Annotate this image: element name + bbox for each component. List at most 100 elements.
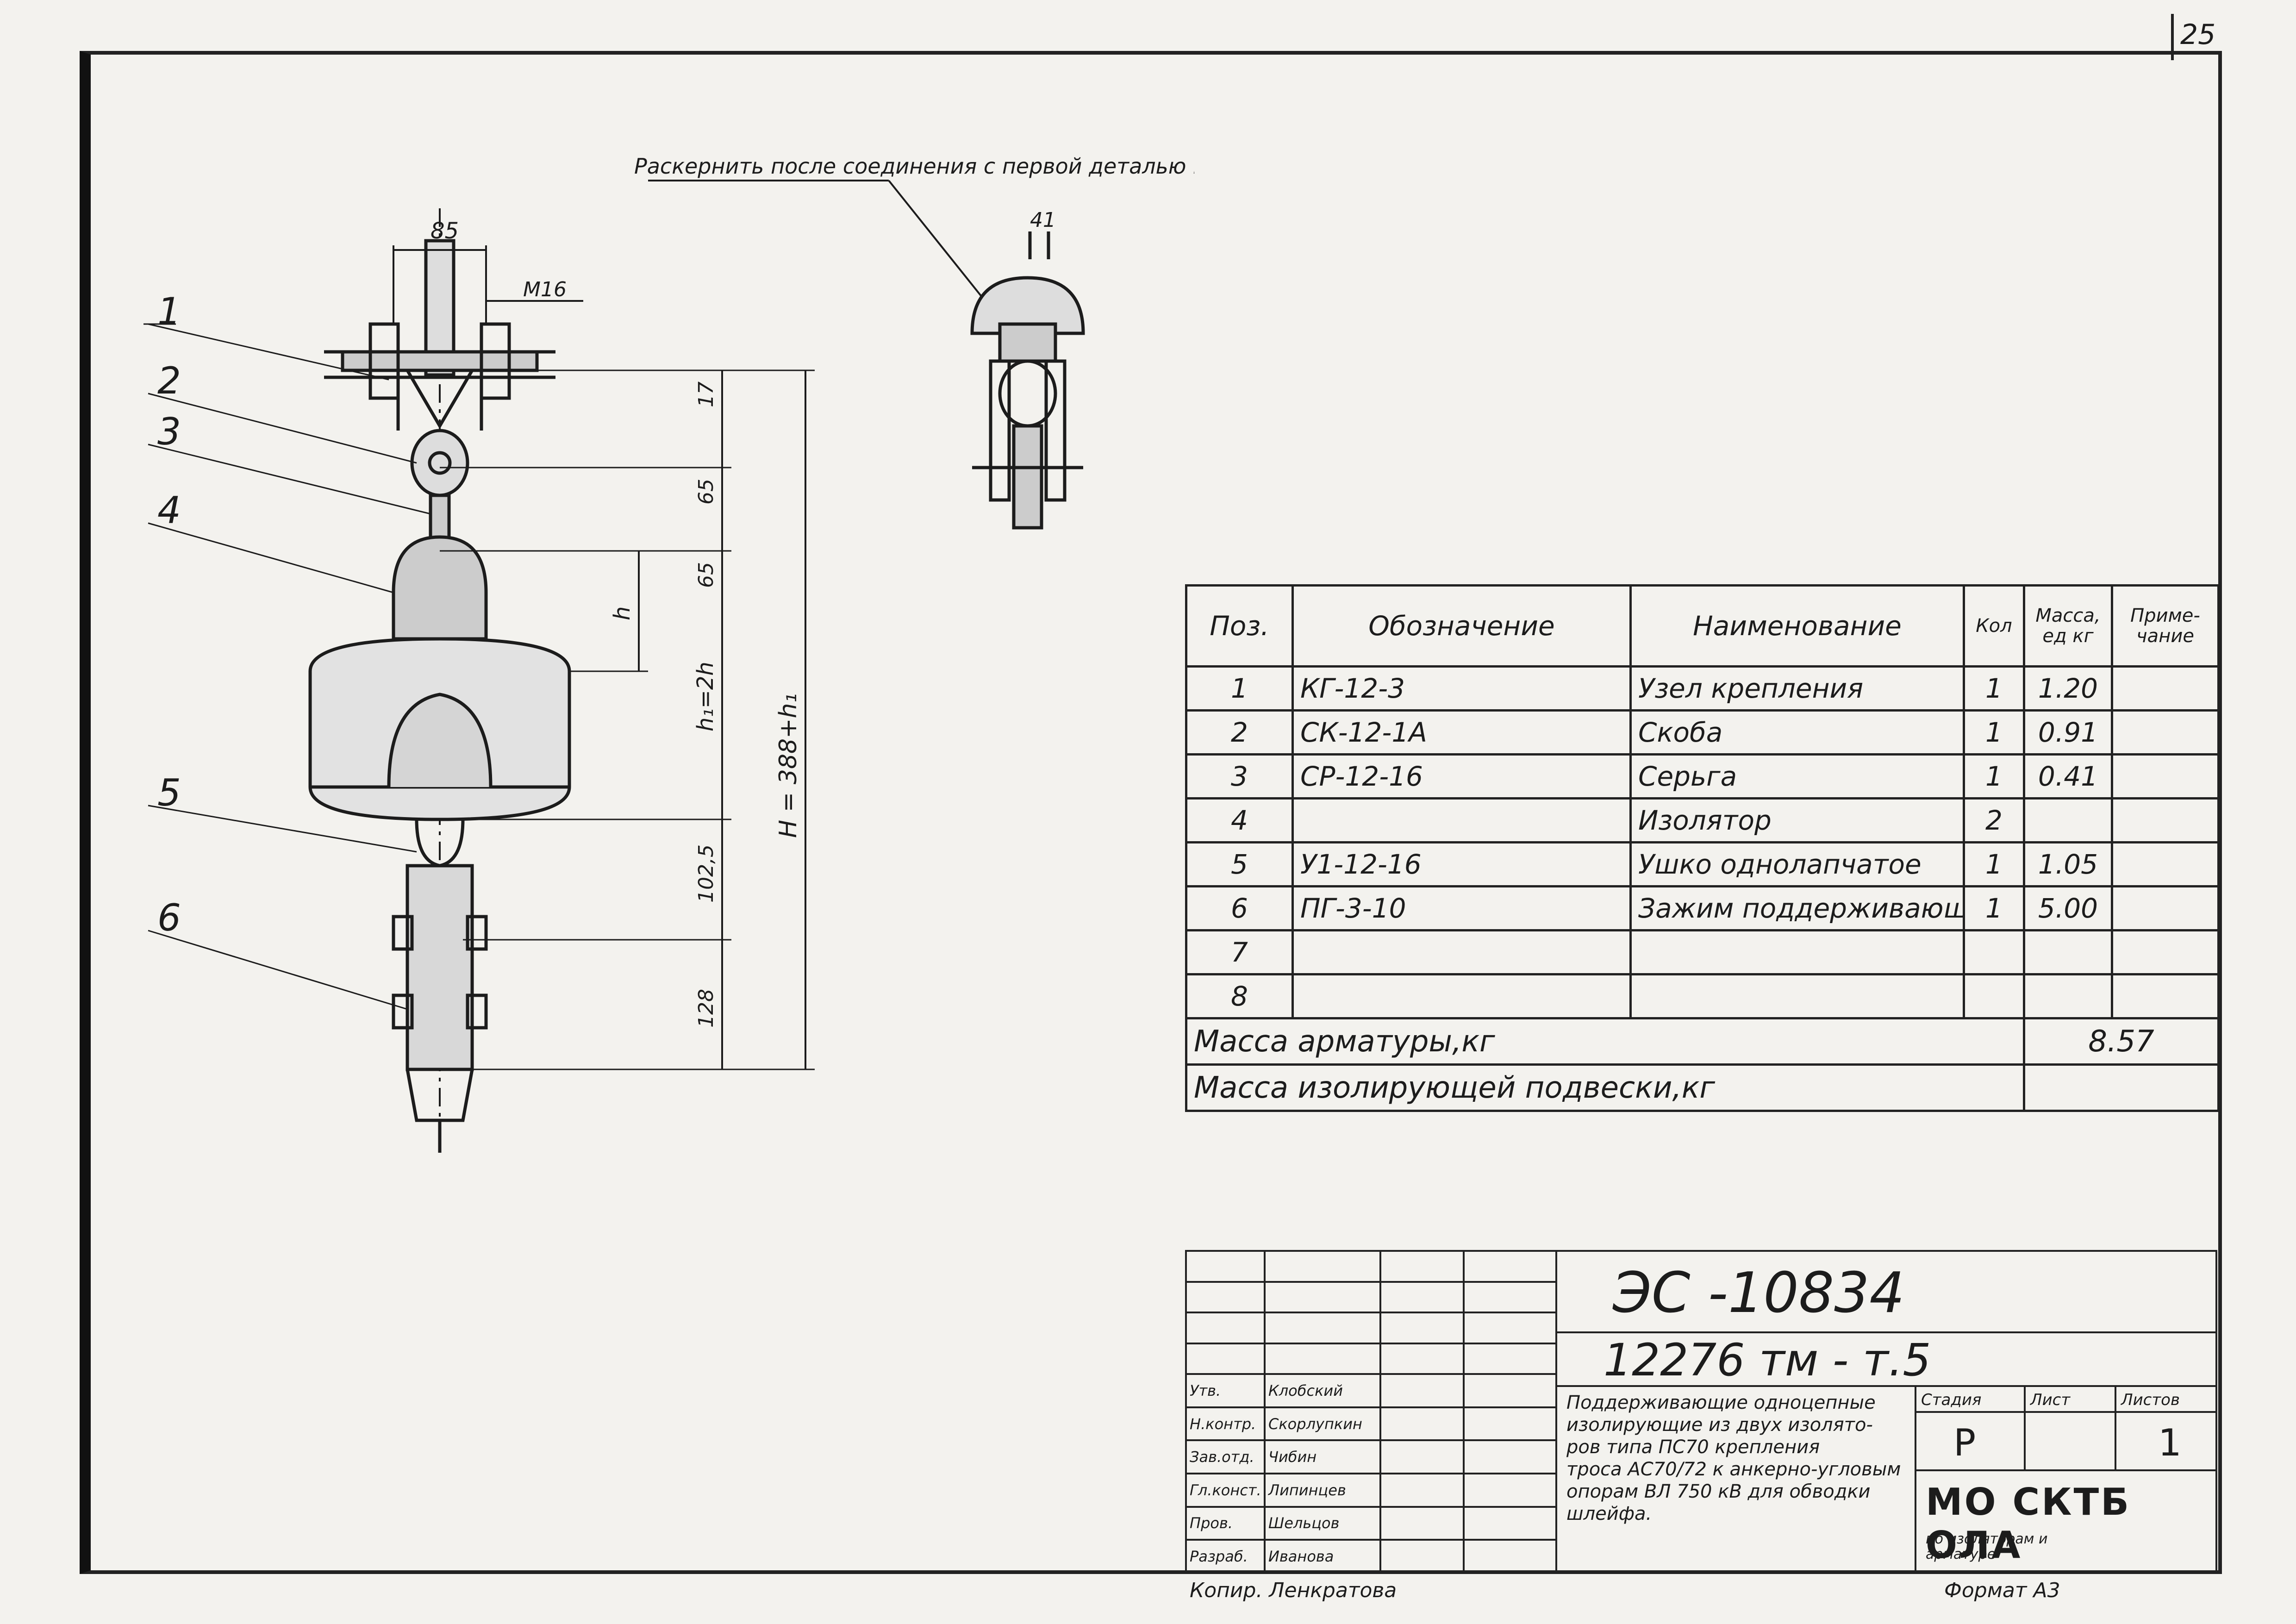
- copied-by: Копир. Ленкратова: [1190, 1579, 1397, 1602]
- cell-qty: 2: [1963, 797, 2025, 843]
- cell-name: Ушко однолапчатое: [1629, 841, 1965, 887]
- cell-note: [2111, 885, 2220, 931]
- signature-row: Утв. Клобский: [1185, 1373, 1557, 1408]
- cell-mass: [2023, 797, 2113, 843]
- cell-mass: [2023, 973, 2113, 1019]
- dim-128: 128: [694, 989, 718, 1028]
- cell-pos: 2: [1185, 709, 1294, 756]
- page-number: 25: [2180, 19, 2216, 51]
- cell-qty: 1: [1963, 753, 2025, 800]
- stage-value: Р: [1953, 1421, 1976, 1464]
- col-header-pos: Поз.: [1185, 584, 1294, 668]
- role-label: Н.контр.: [1185, 1406, 1266, 1442]
- cell-qty: 1: [1963, 885, 2025, 931]
- doc-number-box: 12276 тм - т.5: [1555, 1331, 2217, 1387]
- cell-name: Узел крепления: [1629, 665, 1965, 712]
- cell-mass: [2023, 929, 2113, 975]
- cell-mass: 5.00: [2023, 885, 2113, 931]
- cell-mass: 0.41: [2023, 753, 2113, 800]
- doc-title: Поддерживающие одноцепные изолирующие из…: [1566, 1392, 1901, 1525]
- doc-number: 12276 тм - т.5: [1603, 1334, 1931, 1386]
- cell-designation: [1292, 929, 1632, 975]
- sheet-label-box: Лист: [2024, 1385, 2116, 1413]
- drawing-frame: [80, 51, 2222, 1574]
- position-label-6: 6: [157, 896, 181, 939]
- table-row: 4 Изолятор 2: [1185, 797, 2220, 843]
- dim-65b: 65: [694, 562, 718, 588]
- specification-table: Поз. Обозначение Наименование Кол Масса,…: [1185, 584, 2220, 1112]
- table-row: 3 СР-12-16 Серьга 1 0.41: [1185, 753, 2220, 800]
- doc-title-box: Поддерживающие одноцепные изолирующие из…: [1555, 1385, 1916, 1574]
- doc-title-line: опорам ВЛ 750 кВ для обводки: [1566, 1481, 1871, 1502]
- person-name: Иванова: [1264, 1539, 1381, 1574]
- dim-65a: 65: [694, 479, 718, 505]
- organization-box: МО СКТБ ОЛА по изоляторам и арматуре: [1915, 1469, 2217, 1574]
- cell-note: [2111, 665, 2220, 712]
- cell-name: [1629, 973, 1965, 1019]
- role-label: Утв.: [1185, 1373, 1266, 1408]
- col-header-mass: Масса, ед кг: [2023, 584, 2113, 668]
- suspension-mass-row: Масса изолирующей подвески,кг: [1185, 1063, 2220, 1112]
- dim-17: 17: [694, 381, 718, 407]
- title-block-right: ЭС -10834 12276 тм - т.5 Поддерживающие …: [1555, 1250, 2217, 1574]
- cell-mass: 1.20: [2023, 665, 2113, 712]
- callout-note: Раскернить после соединения с первой дет…: [634, 154, 1194, 179]
- suspension-mass-value: [2023, 1063, 2220, 1112]
- person-name: Скорлупкин: [1264, 1406, 1381, 1442]
- position-label-4: 4: [157, 489, 181, 532]
- cell-pos: 5: [1185, 841, 1294, 887]
- cell-pos: 1: [1185, 665, 1294, 712]
- cell-pos: 7: [1185, 929, 1294, 975]
- assembly-drawing: Раскернить после соединения с первой дет…: [144, 154, 1194, 1157]
- role-label: Пров.: [1185, 1505, 1266, 1541]
- position-label-5: 5: [157, 771, 181, 814]
- cell-designation: ПГ-3-10: [1292, 885, 1632, 931]
- cell-qty: [1963, 929, 2025, 975]
- signature-row: Гл.конст. Липинцев: [1185, 1472, 1557, 1508]
- sheet-label: Лист: [2030, 1391, 2071, 1409]
- col-header-note: Приме-чание: [2111, 584, 2220, 668]
- table-row: 8: [1185, 973, 2220, 1019]
- doc-title-line: троса АС70/72 к анкерно-угловым: [1566, 1459, 1901, 1480]
- position-label-3: 3: [157, 410, 181, 453]
- title-block: Утв. Клобский Н.контр. Скорлупкин Зав.от…: [1185, 1250, 2217, 1574]
- stage-label-box: Стадия: [1915, 1385, 2026, 1413]
- sheets-label: Листов: [2121, 1391, 2180, 1409]
- person-name: Клобский: [1264, 1373, 1381, 1408]
- cell-pos: 4: [1185, 797, 1294, 843]
- dim-102-5: 102,5: [694, 844, 718, 903]
- signature-row: Разраб. Иванова: [1185, 1539, 1557, 1574]
- cell-designation: КГ-12-3: [1292, 665, 1632, 712]
- doc-title-line: ров типа ПС70 крепления: [1566, 1437, 1820, 1458]
- suspension-mass-label: Масса изолирующей подвески,кг: [1185, 1063, 2025, 1112]
- cell-note: [2111, 709, 2220, 756]
- cell-name: Зажим поддерживающий: [1629, 885, 1965, 931]
- person-name: Липинцев: [1264, 1472, 1381, 1508]
- doc-code: ЭС -10834: [1613, 1261, 1905, 1325]
- stage-label: Стадия: [1921, 1391, 1982, 1409]
- position-label-1: 1: [157, 290, 181, 333]
- cell-qty: [1963, 973, 2025, 1019]
- sheets-label-box: Листов: [2115, 1385, 2217, 1413]
- cell-note: [2111, 973, 2220, 1019]
- fittings-mass-value: 8.57: [2023, 1017, 2220, 1066]
- cell-name: Скоба: [1629, 709, 1965, 756]
- cell-mass: 0.91: [2023, 709, 2113, 756]
- cell-name: Серьга: [1629, 753, 1965, 800]
- format-label: Формат А3: [1944, 1579, 2060, 1602]
- cell-mass: 1.05: [2023, 841, 2113, 887]
- table-row: 6 ПГ-3-10 Зажим поддерживающий 1 5.00: [1185, 885, 2220, 931]
- cell-designation: [1292, 973, 1632, 1019]
- cell-name: Изолятор: [1629, 797, 1965, 843]
- cell-note: [2111, 841, 2220, 887]
- dim-h1: h₁=2h: [693, 662, 718, 731]
- signature-row: Зав.отд. Чибин: [1185, 1439, 1557, 1474]
- doc-code-box: ЭС -10834: [1555, 1250, 2217, 1333]
- cell-pos: 3: [1185, 753, 1294, 800]
- signature-row: Пров. Шельцов: [1185, 1505, 1557, 1541]
- dim-top-width: 85: [430, 218, 459, 244]
- dim-bolt: M16: [523, 278, 567, 301]
- doc-title-line: Поддерживающие одноцепные: [1566, 1392, 1876, 1413]
- signature-row: Н.контр. Скорлупкин: [1185, 1406, 1557, 1442]
- cell-note: [2111, 753, 2220, 800]
